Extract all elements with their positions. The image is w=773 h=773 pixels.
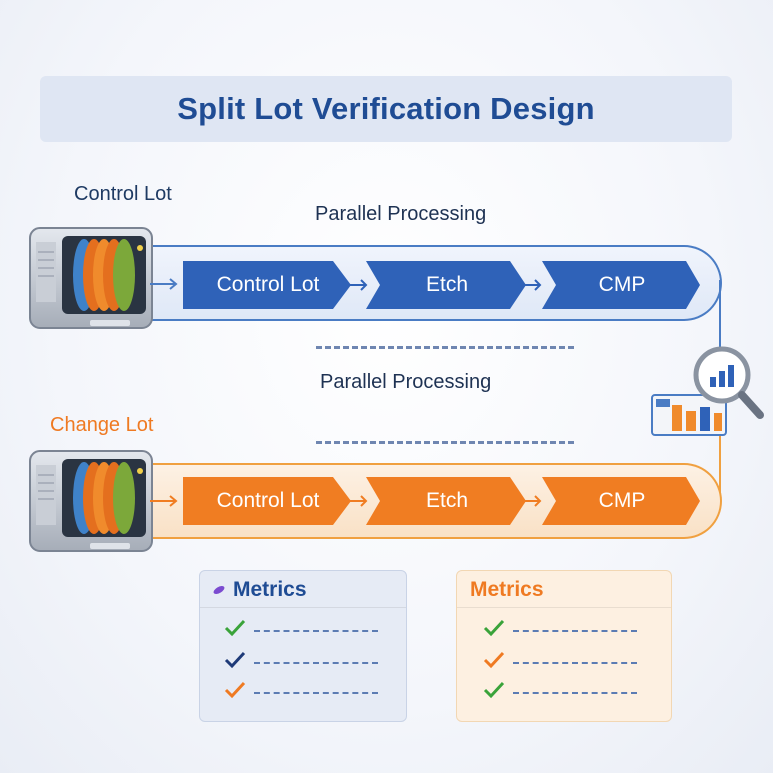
control-arrow-icon bbox=[150, 278, 178, 290]
check-icon bbox=[224, 651, 246, 669]
title-bar: Split Lot Verification Design bbox=[40, 76, 732, 142]
change-step-control-lot: Control Lot bbox=[183, 477, 353, 525]
list-item bbox=[483, 651, 637, 669]
check-icon bbox=[224, 681, 246, 699]
change-metrics-header: Metrics bbox=[457, 571, 671, 608]
change-parallel-processing-label: Parallel Processing bbox=[320, 371, 492, 393]
change-metrics-title: Metrics bbox=[470, 578, 544, 601]
check-icon bbox=[483, 651, 505, 669]
change-lot-label: Change Lot bbox=[50, 414, 154, 436]
control-step-cmp: CMP bbox=[542, 261, 702, 309]
change-wafer-cabinet-icon bbox=[29, 450, 153, 552]
control-step-control-lot: Control Lot bbox=[183, 261, 353, 309]
pen-icon bbox=[213, 586, 225, 594]
change-arrow-icon-2 bbox=[350, 495, 368, 507]
separator-top bbox=[316, 346, 574, 349]
control-arrow-icon-2 bbox=[350, 279, 368, 291]
change-arrow-icon-3 bbox=[524, 495, 542, 507]
check-icon bbox=[483, 681, 505, 699]
list-item bbox=[483, 681, 637, 699]
control-step-etch: Etch bbox=[366, 261, 528, 309]
page-title: Split Lot Verification Design bbox=[177, 91, 595, 126]
change-arrow-icon bbox=[150, 495, 178, 507]
control-parallel-processing-label: Parallel Processing bbox=[315, 203, 487, 225]
change-metrics-card: Metrics bbox=[456, 570, 672, 722]
separator-bottom bbox=[316, 441, 574, 444]
analysis-magnifier-icon bbox=[651, 346, 764, 436]
check-icon bbox=[224, 619, 246, 637]
control-wafer-cabinet-icon bbox=[29, 227, 153, 329]
control-metrics-card: Metrics bbox=[199, 570, 407, 722]
list-item bbox=[483, 619, 637, 637]
control-metrics-title: Metrics bbox=[233, 578, 307, 601]
list-item bbox=[224, 681, 378, 699]
list-item bbox=[224, 619, 378, 637]
check-icon bbox=[483, 619, 505, 637]
control-arrow-icon-3 bbox=[524, 279, 542, 291]
control-metrics-header: Metrics bbox=[200, 571, 406, 608]
list-item bbox=[224, 651, 378, 669]
change-step-etch: Etch bbox=[366, 477, 528, 525]
change-step-cmp: CMP bbox=[542, 477, 702, 525]
control-lot-label: Control Lot bbox=[74, 183, 172, 205]
